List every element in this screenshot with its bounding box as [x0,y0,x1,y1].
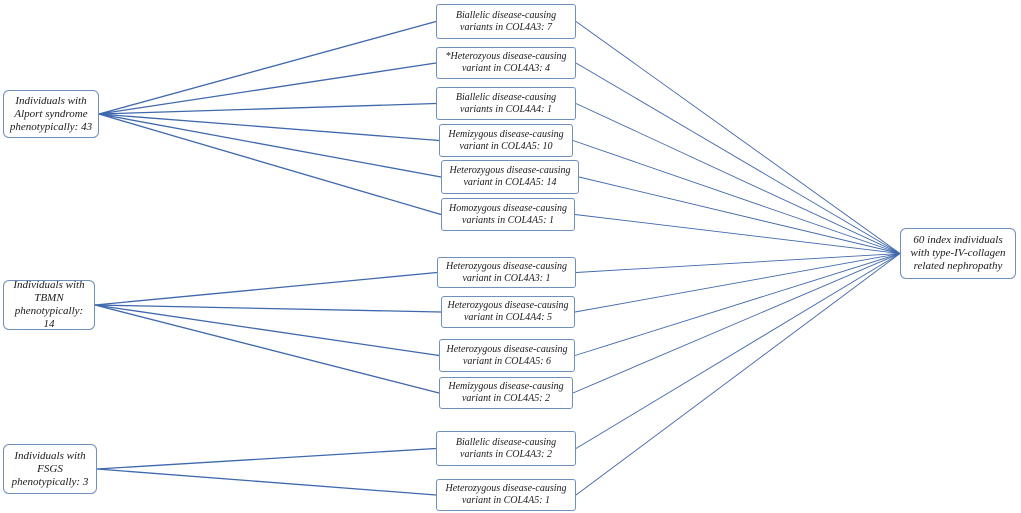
edge-fsgs-to-v12 [96,468,437,496]
variant-node-v10: Hemizygous disease-causing variant in CO… [439,377,573,409]
edge-alport-to-v3 [98,102,437,115]
target-node-index: 60 index individuals with type-IV-collag… [900,228,1016,279]
edge-alport-to-v4 [98,113,440,142]
edge-tbmn-to-v8 [94,304,442,313]
source-node-fsgs: Individuals with FSGS phenotypically: 3 [3,444,97,494]
variant-node-v5: Heterozygous disease-causing variant in … [441,160,579,194]
variant-node-v11: Biallelic disease-causing variants in CO… [436,431,576,466]
variant-node-v11-label: Biallelic disease-causing variants in CO… [455,436,557,460]
edge-alport-to-v5 [98,113,442,178]
edge-v2-to-index [575,62,901,254]
variant-node-v10-label: Hemizygous disease-causing variant in CO… [448,381,564,404]
edge-tbmn-to-v10 [94,304,440,394]
variant-node-v7-label: Heterozygous disease-causing variant in … [446,260,567,284]
variant-node-v9-label: Heterozygous disease-causing variant in … [446,343,568,367]
edge-v6-to-index [574,214,901,254]
edge-v10-to-index [572,253,901,394]
edge-v7-to-index [575,253,901,273]
variant-node-v3-label: Biallelic disease-causing variants in CO… [455,91,557,115]
source-node-alport-label: Individuals with Alport syndrome phenoty… [9,94,93,133]
variant-node-v2: *Heterozyous disease-causing variant in … [436,47,576,79]
variant-node-v12: Heterozygous disease-causing variant in … [436,479,576,511]
source-node-tbmn-label: Individuals with TBMN phenotypically: 14 [13,280,85,330]
edge-tbmn-to-v7 [94,271,438,306]
edge-v12-to-index [575,253,901,496]
target-node-index-label: 60 index individuals with type-IV-collag… [910,234,1006,272]
edge-alport-to-v1 [98,20,437,115]
edge-alport-to-v6 [98,113,442,216]
source-node-fsgs-label: Individuals with FSGS phenotypically: 3 [11,449,89,488]
edge-alport-to-v2 [98,62,437,115]
edge-fsgs-to-v11 [96,447,437,470]
variant-node-v9: Heterozygous disease-causing variant in … [439,339,575,372]
edge-v5-to-index [578,176,901,254]
variant-node-v6-label: Homozygous disease-causing variants in C… [448,202,568,226]
variant-node-v3: Biallelic disease-causing variants in CO… [436,87,576,120]
variant-node-v7: Heterozygous disease-causing variant in … [437,257,576,288]
variant-node-v2-label: *Heterozyous disease-causing variant in … [445,51,567,74]
variant-node-v1-label: Biallelic disease-causing variants in CO… [455,9,557,33]
variant-node-v8: Heterozygous disease-causing variant in … [441,296,575,328]
edge-v8-to-index [574,253,901,313]
variant-node-v4: Hemizygous disease-causing variant in CO… [439,124,573,157]
source-node-alport: Individuals with Alport syndrome phenoty… [3,90,99,138]
source-node-tbmn: Individuals with TBMN phenotypically: 14 [3,280,95,330]
variant-node-v6: Homozygous disease-causing variants in C… [441,198,575,231]
variant-node-v1: Biallelic disease-causing variants in CO… [436,4,576,39]
edge-v3-to-index [575,103,901,254]
edge-v11-to-index [575,253,901,449]
variant-node-v8-label: Heterozygous disease-causing variant in … [447,300,569,323]
edge-tbmn-to-v9 [94,304,440,357]
variant-node-v4-label: Hemizygous disease-causing variant in CO… [448,128,564,152]
edge-v4-to-index [572,140,901,254]
edge-v1-to-index [575,21,901,254]
edge-v9-to-index [574,253,901,356]
variant-node-v5-label: Heterozygous disease-causing variant in … [449,165,571,188]
variant-node-v12-label: Heterozygous disease-causing variant in … [445,483,567,506]
